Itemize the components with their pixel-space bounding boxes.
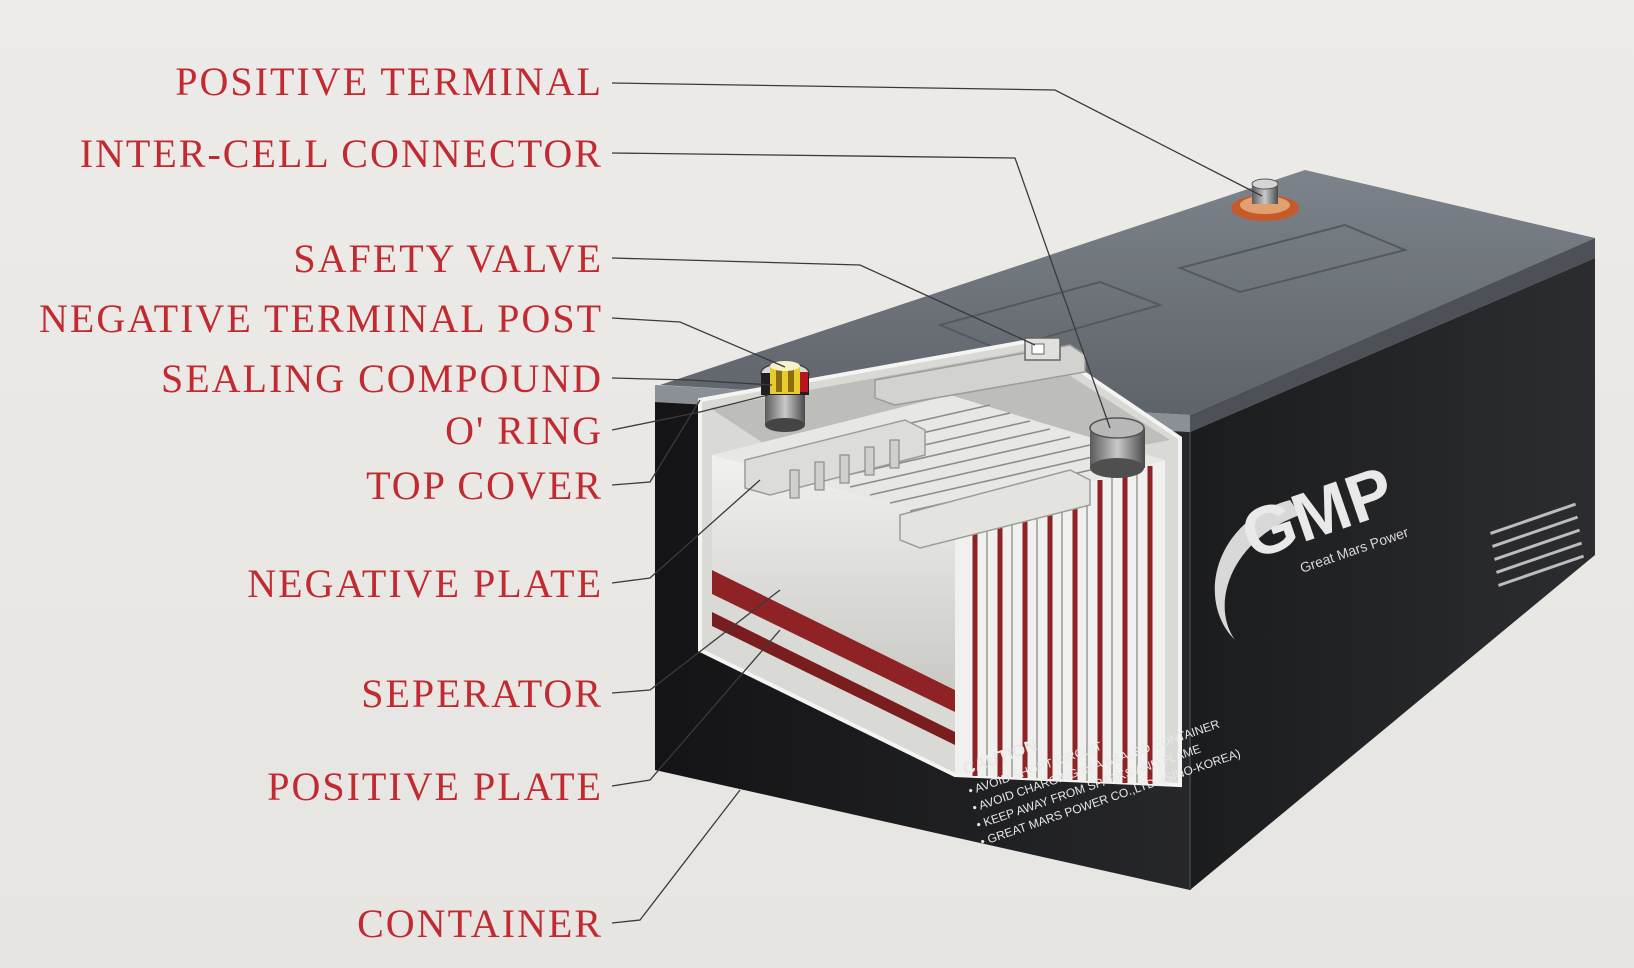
leader-positive-plate (611, 629, 781, 787)
leader-top-cover (611, 399, 701, 486)
inter-cell-strap-3 (899, 469, 1091, 549)
positive-plate-stack (955, 460, 1165, 785)
separator-band (712, 570, 955, 712)
label-inter-cell-connector: INTER-CELL CONNECTOR (80, 131, 603, 176)
leader-negative-plate (611, 479, 761, 584)
label-negative-plate: NEGATIVE PLATE (247, 561, 603, 606)
label-positive-terminal: POSITIVE TERMINAL (175, 59, 603, 104)
certification-block (1490, 502, 1585, 587)
label-o-ring: O' RING (445, 408, 603, 453)
logo-swoosh (1214, 500, 1300, 640)
leader-seperator (611, 589, 781, 694)
leader-positive-terminal (611, 82, 1263, 197)
label-seperator: SEPERATOR (361, 671, 603, 716)
safety-valve (1024, 337, 1061, 361)
part-labels: POSITIVE TERMINAL INTER-CELL CONNECTOR S… (39, 59, 603, 946)
lid-recess (1176, 223, 1409, 294)
leader-container (611, 789, 741, 924)
negative-plate-face (712, 455, 955, 690)
label-sealing-compound: SEALING COMPOUND (161, 356, 603, 401)
positive-terminal-post (1231, 178, 1299, 221)
negative-terminal-assembly (760, 361, 810, 432)
leader-sealing-compound (611, 377, 773, 386)
label-safety-valve: SAFETY VALVE (293, 236, 603, 281)
separator-band-2 (712, 612, 955, 745)
label-container: CONTAINER (357, 901, 603, 946)
label-positive-plate: POSITIVE PLATE (267, 764, 603, 809)
leader-lines (611, 82, 1263, 924)
inter-cell-post (1089, 417, 1145, 478)
cutaway-section (698, 337, 1182, 788)
leader-o-ring (611, 394, 769, 431)
leader-negative-terminal-post (611, 317, 786, 368)
lid-rim-side (1190, 238, 1595, 432)
plate-lugs (789, 439, 900, 499)
leader-safety-valve (611, 257, 1036, 346)
label-top-cover: TOP COVER (366, 463, 603, 508)
label-negative-terminal-post: NEGATIVE TERMINAL POST (39, 296, 603, 341)
leader-inter-cell-connector (611, 152, 1111, 429)
lid-recess-2 (936, 280, 1164, 352)
battery-side-face (1190, 258, 1595, 890)
